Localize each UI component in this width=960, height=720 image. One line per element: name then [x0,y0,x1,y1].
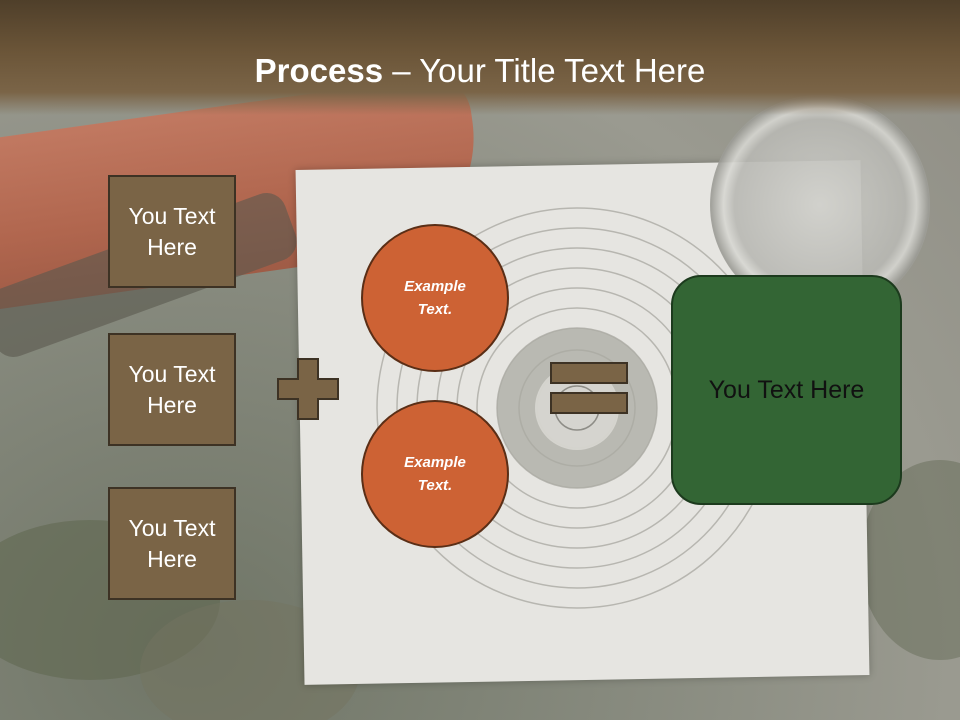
circle-label: Example Text. [404,278,466,318]
example-circle-2[interactable]: Example Text. [361,400,509,548]
result-box[interactable]: You Text Here [671,275,902,505]
slide-title[interactable]: Process – Your Title Text Here [0,52,960,90]
example-circle-1[interactable]: Example Text. [361,224,509,372]
title-rest: – Your Title Text Here [383,52,706,89]
result-label: You Text Here [708,375,865,404]
left-box-label: You Text Here [128,514,216,572]
left-box-2[interactable]: You Text Here [108,333,236,446]
left-box-1[interactable]: You Text Here [108,175,236,288]
left-box-3[interactable]: You Text Here [108,487,236,600]
plus-icon[interactable] [277,358,339,420]
title-bold: Process [254,52,384,89]
title-bar [0,0,960,115]
equals-icon[interactable] [550,362,628,414]
circle-label: Example Text. [404,454,466,494]
left-box-label: You Text Here [128,202,216,260]
left-box-label: You Text Here [128,360,216,418]
